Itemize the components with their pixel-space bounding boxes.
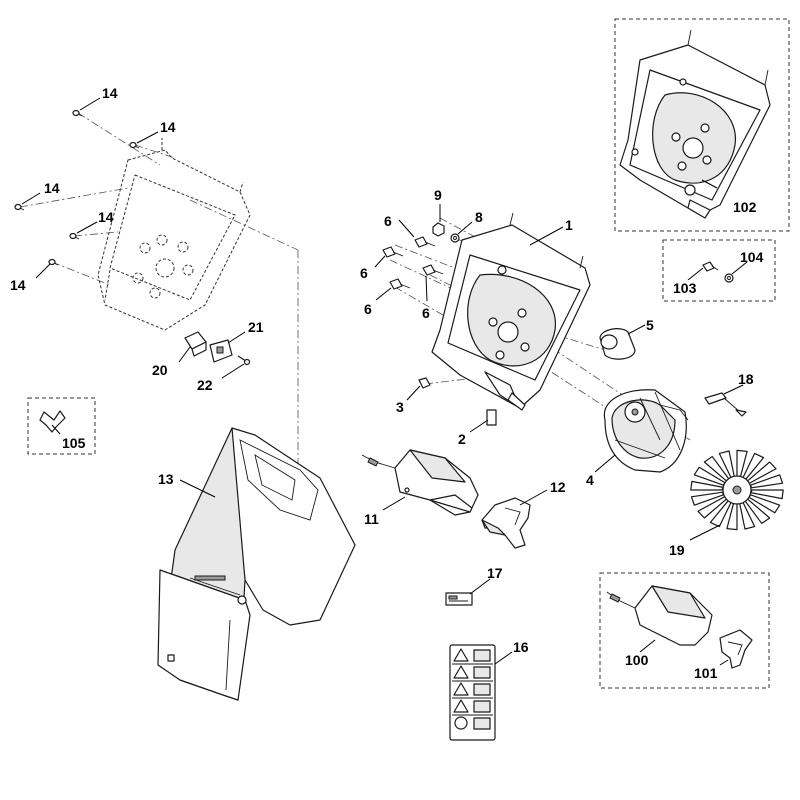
callout-14-d: 14 — [98, 209, 114, 225]
callout-20: 20 — [152, 362, 168, 378]
callout-9: 9 — [434, 187, 442, 203]
callout-8: 8 — [475, 209, 483, 225]
callout-5: 5 — [646, 317, 654, 333]
callout-17: 17 — [487, 565, 503, 581]
box-assembly-105 — [27, 397, 96, 455]
cable-holder-12 — [481, 497, 531, 549]
callout-3: 3 — [396, 399, 404, 415]
nut-washer-8-9 — [432, 222, 460, 243]
warning-label-16 — [449, 644, 496, 741]
cable-holder-101 — [719, 629, 753, 669]
callout-102: 102 — [733, 199, 757, 215]
callout-labels: 14 14 14 14 14 20 21 22 105 13 6 6 6 6 9… — [10, 85, 764, 681]
switch-box-11 — [361, 449, 479, 516]
brush-18 — [704, 392, 747, 417]
callout-6-b: 6 — [360, 265, 368, 281]
callout-6-d: 6 — [422, 305, 430, 321]
warning-symbol — [454, 716, 468, 730]
capacitor-5 — [599, 328, 636, 360]
switch-box-100 — [606, 585, 713, 646]
callout-14-a: 14 — [102, 85, 118, 101]
callout-18: 18 — [738, 371, 754, 387]
warning-symbol — [453, 682, 469, 696]
warning-pictogram — [473, 717, 491, 730]
callout-6-a: 6 — [384, 213, 392, 229]
callout-100: 100 — [625, 652, 649, 668]
warning-pictogram — [473, 666, 491, 679]
callout-4: 4 — [586, 472, 594, 488]
callout-13: 13 — [158, 471, 174, 487]
warning-symbol — [453, 665, 469, 679]
screw-14-group — [14, 109, 140, 266]
callout-14-b: 14 — [160, 119, 176, 135]
callout-6-c: 6 — [364, 301, 372, 317]
callout-104: 104 — [740, 249, 764, 265]
warning-symbol — [453, 648, 469, 662]
callout-19: 19 — [669, 542, 685, 558]
callout-2: 2 — [458, 431, 466, 447]
callout-1: 1 — [565, 217, 573, 233]
screw-103-washer-104 — [702, 261, 734, 283]
warning-pictogram — [473, 683, 491, 696]
box-assembly-102 — [614, 18, 790, 232]
callout-11: 11 — [364, 511, 379, 527]
callout-21: 21 — [248, 319, 264, 335]
fan-19 — [690, 449, 784, 531]
callout-14-e: 14 — [10, 277, 26, 293]
screw-3-and-pin-2 — [418, 377, 497, 426]
ghost-housing — [97, 138, 251, 331]
assembly-guide-lines — [19, 112, 691, 470]
grass-catcher-13 — [157, 427, 356, 701]
clip-105 — [39, 410, 66, 433]
box-assembly-100-101 — [599, 572, 770, 689]
warning-pictogram — [473, 700, 491, 713]
housing-assembly-102 — [619, 29, 771, 219]
leader-lines — [21, 97, 748, 666]
callout-12: 12 — [550, 479, 566, 495]
callout-101: 101 — [694, 665, 718, 681]
callout-14-c: 14 — [44, 180, 60, 196]
warning-pictogram — [473, 649, 491, 662]
callout-22: 22 — [197, 377, 213, 393]
warning-symbol — [453, 699, 469, 713]
motor-housing-1 — [431, 212, 591, 411]
box-assembly-103-104 — [662, 239, 776, 302]
callout-16: 16 — [513, 639, 529, 655]
label-17 — [445, 592, 473, 606]
screws-6-group — [382, 236, 444, 290]
switch-parts-20-21-22 — [184, 331, 251, 366]
callout-105: 105 — [62, 435, 86, 451]
callout-103: 103 — [673, 280, 697, 296]
motor-4 — [603, 389, 689, 473]
